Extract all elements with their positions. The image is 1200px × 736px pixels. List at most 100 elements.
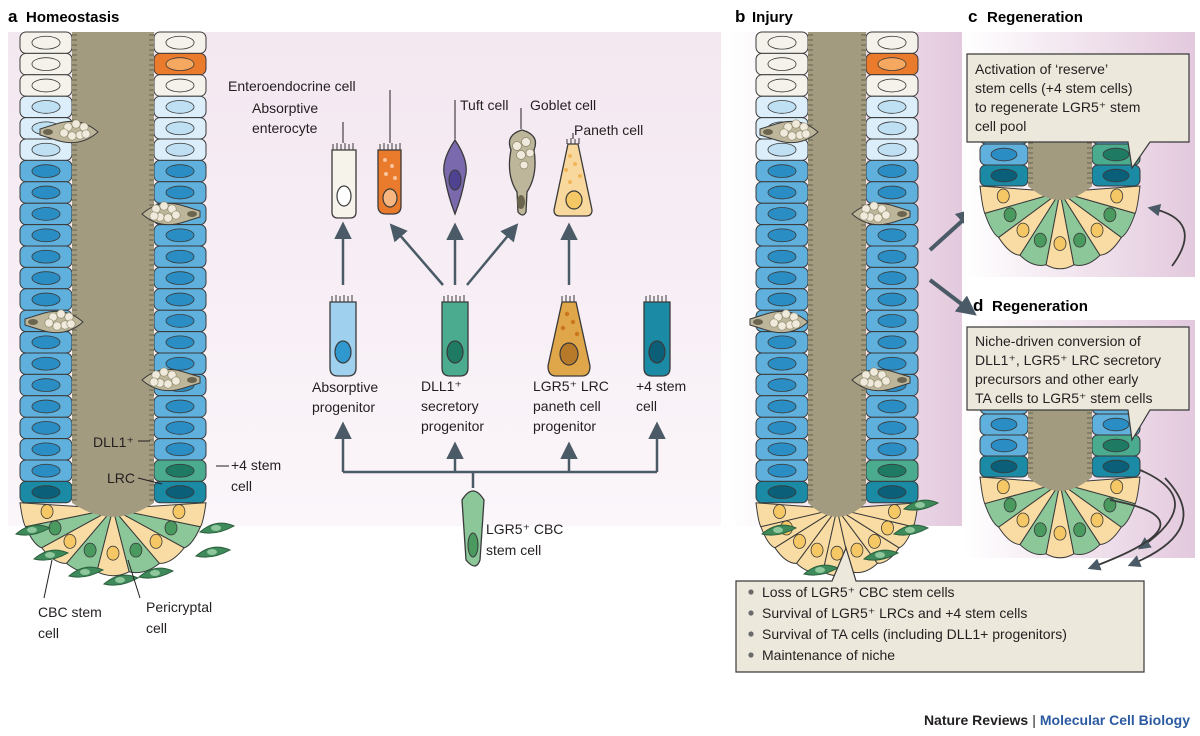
- cell-nucleus: [31, 100, 61, 114]
- cell-nucleus: [1016, 512, 1030, 528]
- goblet-cell: [141, 201, 201, 226]
- cell-nucleus: [767, 271, 797, 285]
- cell-nucleus: [31, 35, 61, 50]
- label-lgr5-cbc-line2: stem cell: [486, 542, 541, 558]
- cell-nucleus: [810, 542, 824, 558]
- cell-nucleus: [1003, 207, 1017, 223]
- label-paneth: Paneth cell: [574, 122, 643, 138]
- cell-nucleus: [31, 442, 61, 457]
- cell-nucleus: [990, 459, 1018, 474]
- cell-nucleus: [31, 57, 61, 71]
- cell-nucleus: [1103, 497, 1117, 513]
- cell-nucleus: [767, 378, 797, 392]
- cell-nucleus: [165, 292, 195, 307]
- goblet-cell: [508, 129, 537, 216]
- cell-nucleus: [767, 442, 797, 457]
- cell-nucleus: [165, 78, 195, 93]
- cell-nucleus: [165, 142, 195, 157]
- label-absorptive-enterocyte-line1: Absorptive: [252, 100, 318, 116]
- cell-nucleus: [877, 164, 907, 178]
- crypt-lumen-tip: [1028, 186, 1092, 200]
- footer-journal: Nature Reviews: [923, 712, 1029, 728]
- cell-nucleus: [31, 463, 61, 478]
- cell-nucleus: [815, 567, 825, 573]
- cell-nucleus: [990, 438, 1018, 453]
- cell-nucleus: [165, 228, 195, 243]
- cell-nucleus: [877, 292, 907, 307]
- callout-c-line4: cell pool: [975, 118, 1026, 134]
- callout-d-line1: Niche-driven conversion of: [975, 333, 1141, 349]
- cell-nucleus: [31, 228, 61, 243]
- cell-nucleus: [877, 442, 907, 457]
- cell-nucleus: [767, 78, 797, 93]
- cell-nucleus: [877, 35, 907, 50]
- injury-summary-box: Loss of LGR5⁺ CBC stem cells Survival of…: [735, 546, 1145, 673]
- cell-nucleus: [850, 542, 864, 558]
- label-absorptive-progenitor-line2: progenitor: [312, 399, 375, 415]
- callout-d-line4: TA cells to LGR5⁺ stem cells: [975, 390, 1153, 406]
- crypt-injury: [749, 31, 940, 577]
- cell-nucleus: [1103, 207, 1117, 223]
- label-dll1-progenitor-line3: progenitor: [421, 418, 484, 434]
- cell-nucleus: [877, 463, 907, 478]
- cell-nucleus: [63, 534, 77, 549]
- cell-nucleus: [1003, 497, 1017, 513]
- label-dll1: DLL1⁺: [93, 434, 134, 450]
- cell-nucleus: [877, 228, 907, 243]
- cell-nucleus: [767, 185, 797, 200]
- goblet-cell: [141, 367, 201, 392]
- cell-nucleus: [31, 335, 61, 350]
- cell-nucleus: [165, 121, 195, 136]
- cell-nucleus: [165, 356, 195, 371]
- cell-nucleus: [1110, 479, 1124, 495]
- cell-nucleus: [996, 479, 1010, 495]
- callout-d-line2: DLL1⁺, LGR5⁺ LRC secretory: [975, 352, 1161, 368]
- crypt-lumen: [808, 32, 866, 517]
- label-absorptive-progenitor-line1: Absorptive: [312, 379, 378, 395]
- arrow-to-panel-d: [928, 278, 977, 316]
- callout-d-line3: precursors and other early: [975, 371, 1138, 387]
- cell-nucleus: [767, 292, 797, 307]
- cell-nucleus: [165, 399, 195, 414]
- cell-nucleus: [830, 545, 844, 561]
- cell-nucleus: [868, 534, 881, 549]
- cell-nucleus: [45, 552, 55, 558]
- cell-nucleus: [31, 378, 61, 392]
- cell-nucleus: [767, 399, 797, 414]
- callout-c: Activation of ‘reserve’ stem cells (+4 s…: [966, 53, 1190, 170]
- cell-nucleus: [1016, 222, 1030, 238]
- label-pericryptal-line2: cell: [146, 620, 167, 636]
- cell-nucleus: [767, 335, 797, 350]
- label-plus4-line2: cell: [231, 478, 252, 494]
- panel-a-letter: a: [8, 7, 18, 26]
- footer-credit: Nature Reviews|Molecular Cell Biology: [924, 712, 1190, 728]
- cell-nucleus: [165, 100, 195, 114]
- cell-nucleus: [767, 35, 797, 50]
- injury-bullet-1: Loss of LGR5⁺ CBC stem cells: [762, 584, 955, 600]
- cell-nucleus: [31, 164, 61, 178]
- cell-nucleus: [1102, 147, 1130, 162]
- leader-pericryptal: [127, 559, 141, 599]
- label-plus4-progenitor-line1: +4 stem: [636, 378, 686, 394]
- cell-nucleus: [767, 421, 797, 435]
- lineage-arrows: [334, 221, 666, 488]
- label-dll1-progenitor-line2: secretory: [421, 398, 479, 414]
- label-lgr5-lrc-line2: paneth cell: [533, 398, 601, 414]
- cell-nucleus: [165, 335, 195, 350]
- cell-nucleus: [31, 421, 61, 435]
- cell-nucleus: [1102, 459, 1130, 474]
- injury-bullet-3: Survival of TA cells (including DLL1+ pr…: [762, 626, 1067, 642]
- cell-nucleus: [149, 534, 163, 549]
- cell-nucleus: [877, 185, 907, 200]
- cell-nucleus: [905, 527, 915, 533]
- crypt-lumen-tip: [72, 502, 154, 517]
- panel-a-title: Homeostasis: [26, 9, 119, 26]
- cell-nucleus: [31, 142, 61, 157]
- injury-bullet-4: Maintenance of niche: [762, 647, 895, 663]
- cell-nucleus: [767, 142, 797, 157]
- dll1-secretory-progenitor-cell: [441, 295, 469, 377]
- cell-nucleus: [767, 249, 797, 264]
- label-cbc-line2: cell: [38, 625, 59, 641]
- cell-nucleus: [165, 463, 195, 478]
- cell-nucleus: [83, 542, 97, 558]
